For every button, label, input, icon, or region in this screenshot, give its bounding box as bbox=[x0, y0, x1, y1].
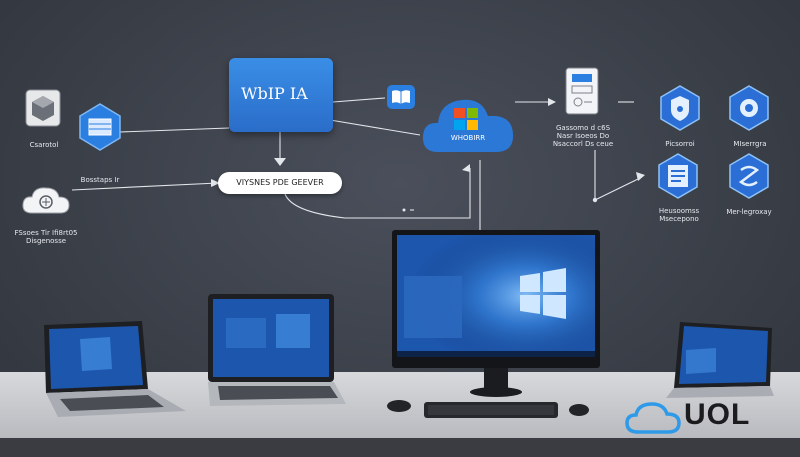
mid-right-label: Gassomo d c6S Nasr Isoeos Do Nsaccorl Ds… bbox=[552, 124, 614, 148]
main-card[interactable]: WbIP IA bbox=[229, 58, 333, 132]
keyboard bbox=[424, 400, 558, 420]
desktop-monitor bbox=[392, 230, 600, 400]
viewer-pill-button[interactable]: VIYSNES PDE GEEVER bbox=[218, 172, 342, 194]
book-icon bbox=[386, 84, 416, 112]
windows-logo-icon bbox=[454, 108, 478, 130]
settings-icon bbox=[727, 84, 771, 132]
control-label: Csarotol bbox=[29, 141, 59, 149]
mouse-left bbox=[386, 398, 412, 412]
list-icon bbox=[656, 152, 700, 200]
laptop-center bbox=[206, 292, 348, 410]
document-icon bbox=[564, 66, 600, 116]
medical-icon bbox=[727, 152, 771, 200]
storage-label: FSsoes Tir Ifi8rt05 Disgenosse bbox=[14, 229, 78, 245]
cloud-storage-icon bbox=[20, 183, 72, 217]
hex3-label: Heusoomss Msecepono bbox=[658, 207, 700, 223]
box-icon bbox=[24, 88, 62, 128]
desk-edge bbox=[0, 438, 800, 457]
main-card-title: WbIP IA bbox=[241, 84, 308, 103]
hex2-label: MIserrgra bbox=[733, 140, 767, 148]
windows-cloud[interactable]: WHOBIRR bbox=[420, 86, 516, 156]
cloud-logo-icon bbox=[624, 398, 682, 436]
server-stack-label: Bosstaps Ir bbox=[80, 176, 120, 184]
server-rack-icon bbox=[76, 102, 124, 152]
monitor-windows-logo bbox=[520, 268, 566, 319]
brand-logo-text: UOL bbox=[684, 398, 751, 431]
laptop-right bbox=[666, 320, 776, 400]
hex1-label: Picsorroi bbox=[665, 140, 695, 148]
shield-icon bbox=[658, 84, 702, 132]
hex4-label: Mer-legroxay bbox=[726, 208, 772, 216]
laptop-left bbox=[40, 319, 190, 419]
mouse-right bbox=[568, 402, 590, 416]
windows-cloud-label: WHOBIRR bbox=[450, 134, 486, 142]
